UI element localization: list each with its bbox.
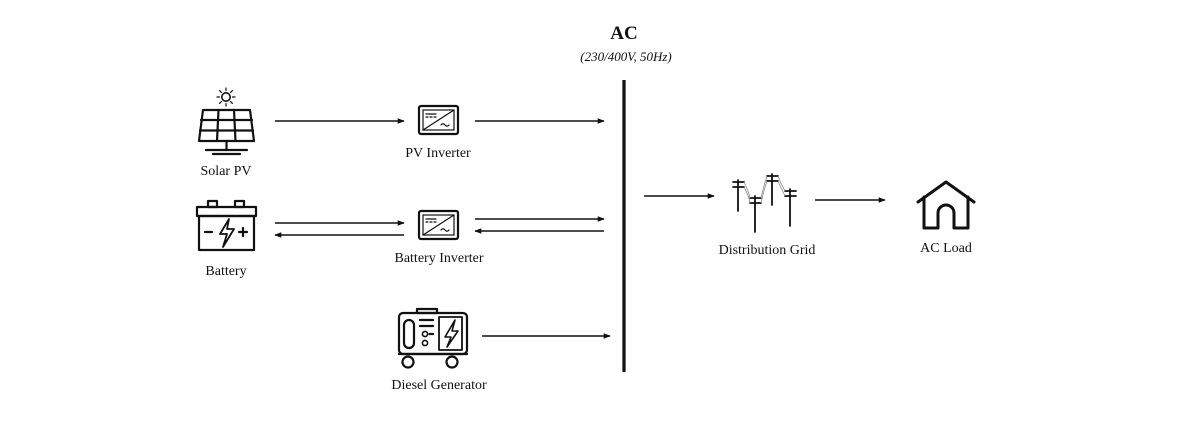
- ac-bus-subtitle: (230/400V, 50Hz): [580, 49, 672, 64]
- power-poles-icon: [732, 173, 797, 233]
- house-icon: [916, 180, 976, 230]
- solar-panel-icon: [197, 87, 256, 156]
- inverter-icon: [417, 104, 460, 136]
- battery-inverter-label: Battery Inverter: [394, 251, 484, 266]
- generator-icon: [397, 307, 469, 369]
- diesel-generator-label: Diesel Generator: [391, 378, 487, 393]
- battery-icon: [195, 199, 258, 252]
- flow-arrows: [274, 118, 886, 339]
- ac-bus-title: AC: [610, 23, 638, 44]
- battery-label: Battery: [205, 264, 247, 279]
- ac-load-label: AC Load: [920, 241, 972, 256]
- pv-inverter-label: PV Inverter: [405, 146, 471, 161]
- distribution-grid-label: Distribution Grid: [718, 243, 816, 258]
- solar-pv-label: Solar PV: [200, 164, 252, 179]
- inverter-icon: [417, 209, 460, 241]
